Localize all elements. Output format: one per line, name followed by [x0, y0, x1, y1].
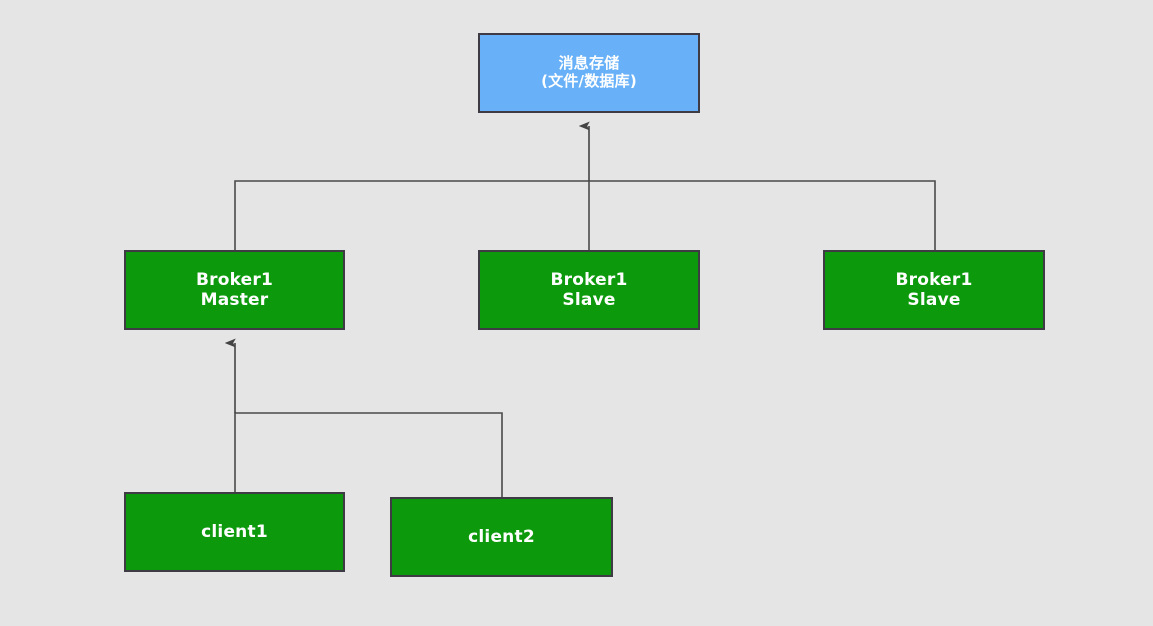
node-broker1-slave-2[interactable]: Broker1 Slave	[823, 250, 1045, 330]
broker1-master-label-line2: Master	[200, 290, 269, 310]
node-broker1-master[interactable]: Broker1 Master	[124, 250, 345, 330]
broker1-master-label-line1: Broker1	[195, 269, 273, 290]
message-storage-label-line2: (文件/数据库)	[541, 72, 637, 90]
client2-label: client2	[468, 526, 535, 547]
broker1-slave-2-label-line1: Broker1	[895, 269, 973, 290]
broker1-slave-1-label-line1: Broker1	[550, 269, 628, 290]
node-message-storage[interactable]: 消息存储 (文件/数据库)	[478, 33, 700, 113]
broker1-slave-2-label-line2: Slave	[907, 290, 961, 310]
edge-clients-to-broker-master	[224, 338, 503, 497]
node-broker1-slave-1[interactable]: Broker1 Slave	[478, 250, 700, 330]
node-client1[interactable]: client1	[124, 492, 345, 572]
client1-label: client1	[201, 521, 268, 542]
node-client2[interactable]: client2	[390, 497, 613, 577]
message-storage-label-line1: 消息存储	[558, 54, 620, 73]
broker1-slave-1-label-line2: Slave	[562, 290, 616, 310]
edge-brokers-to-storage	[234, 121, 936, 250]
